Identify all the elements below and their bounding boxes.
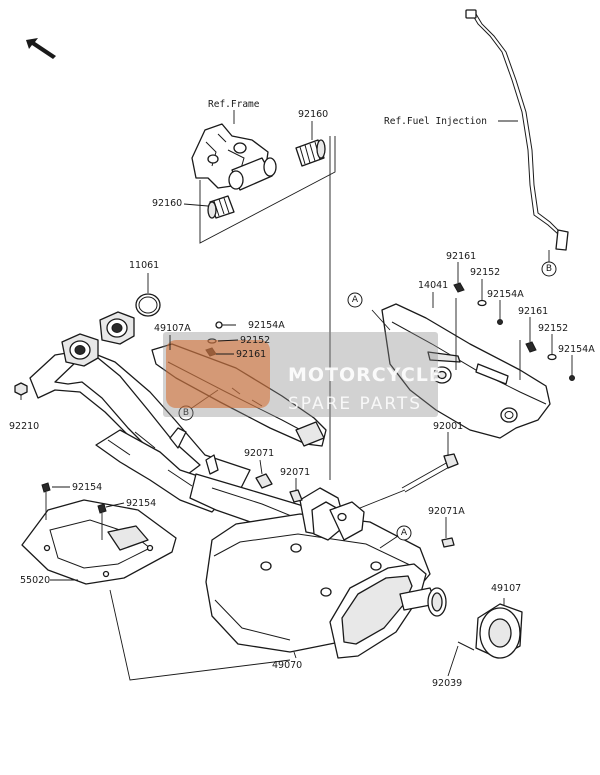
part-label-49107: 49107 (491, 583, 521, 594)
part-label-92210: 92210 (9, 421, 39, 432)
part-label-92154A-c: 92154A (558, 344, 595, 355)
callout-b-left-text: B (183, 408, 189, 418)
plate-55020 (21, 482, 177, 585)
callout-a-top: A (347, 292, 363, 308)
callout-a-bottom: A (396, 525, 412, 541)
part-label-92161-b: 92161 (446, 251, 476, 262)
part-label-92039: 92039 (432, 678, 462, 689)
callout-a-bottom-text: A (401, 528, 408, 538)
part-label-49107A: 49107A (154, 323, 191, 334)
frame-bracket-group (191, 123, 336, 244)
muffler-49070 (189, 473, 455, 659)
ref-frame-label: Ref.Frame (208, 99, 260, 110)
part-label-92161-a: 92161 (236, 349, 266, 360)
muffler-end-49107 (399, 587, 523, 659)
part-label-92071A: 92071A (428, 506, 465, 517)
part-label-92152-c: 92152 (538, 323, 568, 334)
header-flange-2 (99, 311, 135, 345)
part-label-92161-c: 92161 (518, 306, 548, 317)
watermark-line1: MOTORCYCLE (288, 364, 443, 386)
damper-92160-left (207, 195, 235, 219)
part-label-14041: 14041 (418, 280, 448, 291)
part-label-92154A-b: 92154A (487, 289, 524, 300)
heat-cover-14041 (381, 298, 551, 439)
watermark-logo-icon (166, 340, 270, 408)
part-label-92152-b: 92152 (470, 267, 500, 278)
callout-b-left: B (178, 405, 194, 421)
part-label-92154A-a: 92154A (248, 320, 285, 331)
part-label-92160-left: 92160 (152, 198, 182, 209)
part-label-92071-b: 92071 (280, 467, 310, 478)
watermark-line2: SPARE PARTS (288, 394, 422, 414)
ref-fuel-injection-label: Ref.Fuel Injection (384, 116, 487, 127)
part-label-92071-a: 92071 (244, 448, 274, 459)
header-flange-1 (61, 333, 99, 367)
damper-92160-top (295, 139, 326, 167)
part-label-49070: 49070 (272, 660, 302, 671)
part-label-92154-a: 92154 (72, 482, 102, 493)
oxygen-sensor-group (465, 9, 569, 262)
part-label-11061: 11061 (129, 260, 159, 271)
part-label-92160-top: 92160 (298, 109, 328, 120)
callout-b-right-text: B (546, 264, 552, 274)
part-label-92001: 92001 (433, 421, 463, 432)
part-label-92152-a: 92152 (240, 335, 270, 346)
fastener-set-b (453, 282, 575, 381)
bolt-92001 (349, 432, 459, 513)
part-label-55020: 55020 (20, 575, 50, 586)
watermark: MOTORCYCLE SPARE PARTS (163, 332, 443, 417)
callout-a-top-text: A (352, 295, 359, 305)
exhaust-header-pipes (14, 311, 251, 513)
front-direction-arrow-icon (26, 38, 56, 59)
gasket-11061 (135, 273, 161, 317)
callout-b-right: B (541, 261, 557, 277)
part-label-92154-b: 92154 (126, 498, 156, 509)
